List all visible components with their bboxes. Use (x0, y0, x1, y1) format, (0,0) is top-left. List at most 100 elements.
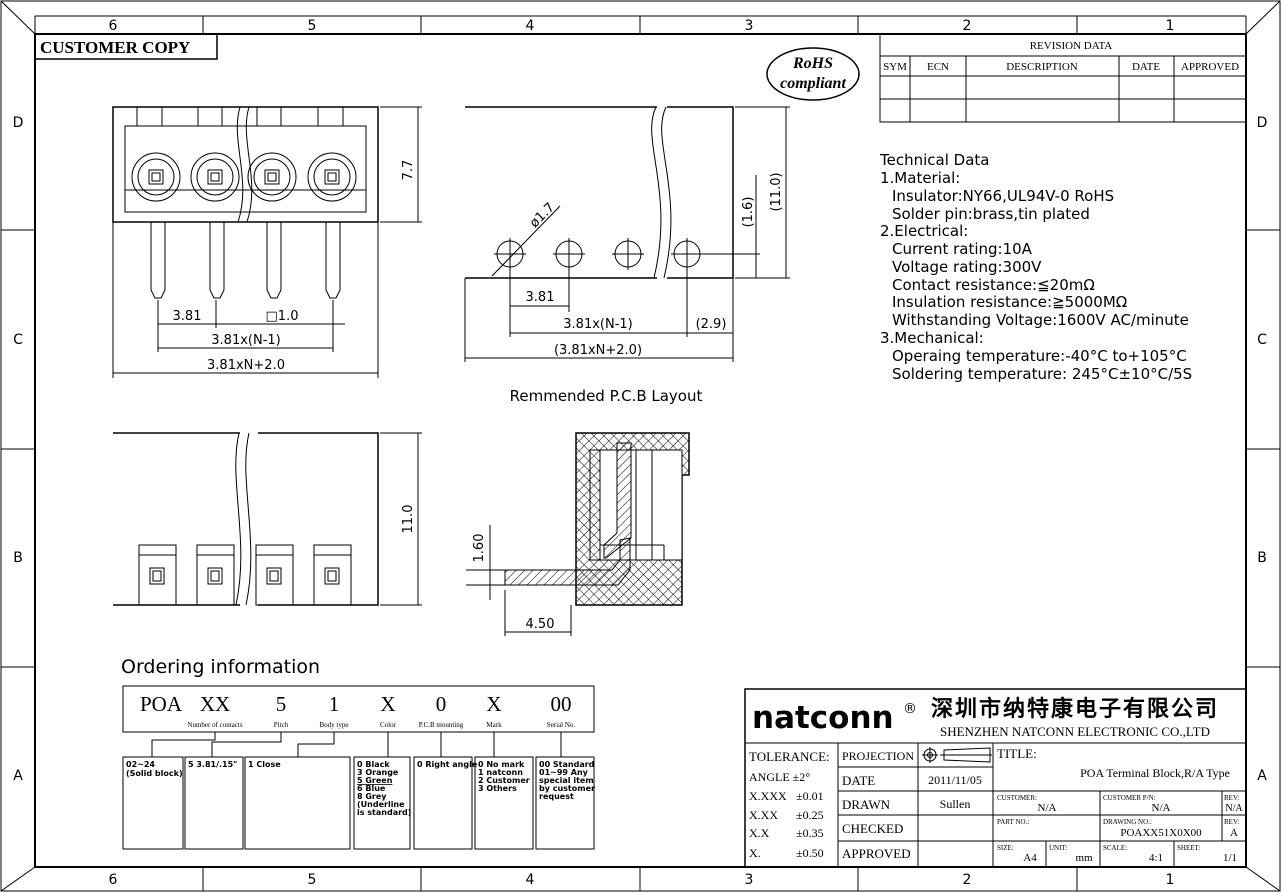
code-mounting: 0 (436, 692, 447, 716)
col-label: 2 (963, 18, 972, 34)
col-label: 1 (1166, 872, 1175, 888)
option-line: (Solid block) (126, 769, 183, 778)
dim-side-length: 4.50 (526, 617, 555, 632)
title-value: POA Terminal Block,R/A Type (1080, 766, 1230, 780)
tech-line: Voltage rating:300V (892, 258, 1042, 276)
customer-copy-stamp: CUSTOMER COPY (34, 33, 218, 60)
col-label: 6 (109, 18, 118, 34)
dim-pcb-offset: (1.6) (741, 197, 756, 228)
drawing-no-label: DRAWING NO.: (1103, 818, 1152, 826)
projection-label: PROJECTION (842, 749, 914, 763)
dim-pcb-pitch: 3.81 (526, 290, 555, 305)
tolerance-key: X.X (749, 826, 770, 840)
tolerance-value: ±0.01 (796, 789, 824, 803)
logo-registered: ® (903, 701, 917, 717)
revision-header: DATE (1132, 61, 1160, 73)
title-label: TITLE: (997, 746, 1037, 761)
rev-label: REV: (1224, 794, 1239, 802)
part-no-label: PART NO.: (997, 818, 1029, 826)
row-label: D (1257, 115, 1268, 131)
back-view: 11.0 (113, 432, 422, 606)
screw-terminals (131, 152, 357, 202)
dim-pcb-span: 3.81x(N-1) (563, 317, 632, 332)
option-line: by customer (539, 784, 595, 793)
revision-header: SYM (883, 61, 907, 73)
tolerance-key: X.XXX (749, 789, 787, 803)
dim-side-height: 1.60 (472, 534, 487, 563)
tech-line: Withstanding Voltage:1600V AC/minute (892, 311, 1189, 329)
customer-copy-text: CUSTOMER COPY (40, 38, 190, 57)
side-section-view: 1.60 4.50 (466, 432, 690, 636)
option-line: 00 Standard (539, 760, 595, 769)
row-label: D (13, 115, 24, 131)
col-label: 3 (745, 18, 754, 34)
rev-value-2: A (1230, 827, 1238, 839)
option-line: 6 Blue (357, 784, 386, 793)
tech-line: Solder pin:brass,tin plated (892, 205, 1090, 223)
tolerance-label: TOLERANCE: (749, 749, 830, 764)
code-color: X (380, 692, 395, 716)
code-body: 1 (329, 692, 340, 716)
rohs-text: RoHS (792, 55, 833, 72)
code-prefix: POA (140, 692, 183, 716)
ordering-information: Ordering information POA XX 5 1 X 0 X 00… (121, 656, 595, 850)
frame-row-labels: D D C C B B A A (13, 115, 1268, 784)
company-name-en: SHENZHEN NATCONN ELECTRONIC CO.,LTD (940, 724, 1210, 739)
option-line: 5 Green (357, 776, 393, 785)
dim-overall: 3.81xN+2.0 (207, 358, 285, 373)
revision-header: APPROVED (1181, 61, 1239, 73)
option-line: 8 Grey (357, 792, 387, 801)
revision-title: REVISION DATA (1030, 40, 1113, 52)
code-label: Color (380, 721, 397, 729)
tech-line: Insulator:NY66,UL94V-0 RoHS (892, 187, 1114, 205)
option-line: 1 Close (248, 760, 281, 769)
tech-line: Current rating:10A (892, 240, 1033, 258)
option-line: request (539, 792, 574, 801)
tech-line: Insulation resistance:≧5000MΩ (892, 293, 1127, 311)
pins (150, 222, 341, 299)
drawing-no-value: POAXX51X0X00 (1120, 827, 1202, 839)
code-contacts: XX (200, 692, 230, 716)
code-label: Mark (486, 721, 502, 729)
code-label: Pitch (274, 721, 289, 729)
dim-pcb-edge: (2.9) (696, 317, 727, 332)
row-label: B (1257, 550, 1267, 566)
ordering-title: Ordering information (121, 656, 320, 678)
rev-value-1: N/A (1225, 803, 1243, 814)
revision-header: DESCRIPTION (1006, 61, 1078, 73)
rev-label: REV: (1224, 818, 1239, 826)
tolerance-value: ±0.25 (796, 808, 824, 822)
unit-value: mm (1075, 852, 1093, 864)
option-line: 5 3.81/.15" (188, 760, 237, 769)
col-label: 5 (308, 18, 317, 34)
company-name-cn: 深圳市纳特康电子有限公司 (931, 696, 1219, 721)
tech-line: 1.Material: (880, 169, 960, 187)
customer-pn-value: N/A (1152, 802, 1171, 814)
tolerance-key: X.XX (749, 808, 778, 822)
tech-line: Contact resistance:≦20mΩ (892, 276, 1095, 294)
sheet-value: 1/1 (1223, 852, 1237, 864)
tolerance-key: X. (749, 846, 761, 860)
option-line: 3 Others (478, 784, 517, 793)
dim-pcb-hole: ø1.7 (527, 200, 558, 231)
option-line: special item (539, 776, 594, 785)
option-line: 0 Right angle (417, 760, 478, 769)
code-label: P.C.B mounting (419, 721, 464, 729)
col-label: 3 (745, 872, 754, 888)
unit-label: UNIT: (1049, 844, 1067, 852)
frame-column-labels: 6 5 4 3 2 1 6 5 4 3 2 1 (109, 18, 1175, 888)
code-serial: 00 (551, 692, 572, 716)
row-label: C (13, 332, 23, 348)
dim-pcb-height: (11.0) (769, 172, 784, 211)
tech-line: Soldering temperature: 245°C±10°C/5S (892, 365, 1192, 383)
approved-label: APPROVED (842, 846, 911, 861)
row-label: A (1257, 768, 1267, 784)
option-line: 2 Customer (478, 776, 530, 785)
pcb-layout-view: ø1.7 (11.0) (1.6) 3.81 3.81x(N-1) (2.9) … (464, 106, 790, 405)
tech-line: 3.Mechanical: (880, 329, 984, 347)
option-line: 1 natconn (478, 768, 523, 777)
revision-header: ECN (927, 61, 949, 73)
dim-pcb-overall: (3.81xN+2.0) (554, 343, 642, 358)
checked-label: CHECKED (842, 821, 903, 836)
date-value: 2011/11/05 (928, 773, 982, 787)
